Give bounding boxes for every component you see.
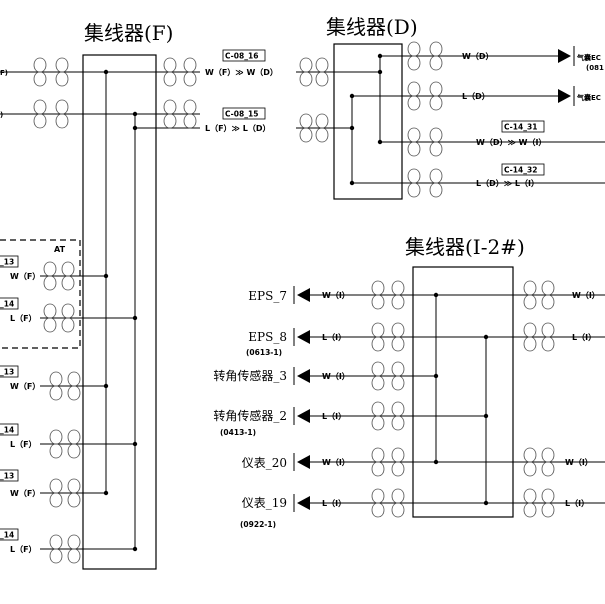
junction — [132, 125, 138, 131]
airbag-ecu-label-2: 气囊EC — [576, 93, 601, 102]
arrow-left-icon — [297, 369, 310, 383]
signal-l-d: L（D） — [462, 91, 490, 101]
left-conn-6: _14 — [0, 531, 14, 540]
at-group-box — [0, 239, 81, 349]
hub-f-box — [82, 54, 157, 570]
arrow-to-airbag-ecu-icon — [558, 89, 571, 103]
left-conn-1: _13 — [0, 258, 14, 267]
device-angle-sensor-3: 转角传感器_3 — [213, 368, 287, 383]
right-sig-5: W（I） — [565, 457, 593, 467]
left-sig-2: L（F） — [10, 313, 37, 323]
right-sig-2: L（I） — [572, 332, 596, 342]
hub-i2-title: 集线器(I-2#) — [405, 235, 525, 259]
device-code-angle: (0413-1) — [220, 428, 256, 437]
device-code-eps: (0613-1) — [246, 348, 282, 357]
i2-rows — [293, 280, 605, 518]
left-sig-3: W（F） — [10, 381, 40, 391]
left-conn-5: _13 — [0, 472, 14, 481]
hub-f-title: 集线器(F) — [84, 21, 173, 45]
device-sig-2: L（I） — [322, 332, 346, 342]
hub-d-box — [333, 43, 403, 200]
left-conn-2: _14 — [0, 300, 14, 309]
arrow-left-icon — [297, 288, 310, 302]
signal-w-d-i: W（D）≫ W（I） — [476, 137, 546, 147]
left-sig-5: W（F） — [10, 488, 40, 498]
signal-w-f-d: W（F）≫ W（D） — [205, 67, 278, 77]
arrow-left-icon — [297, 330, 310, 344]
device-code-meter: (0922-1) — [240, 520, 276, 529]
device-meter-19: 仪表_19 — [242, 496, 287, 510]
signal-l-f-d: L（F）≫ L（D） — [205, 123, 270, 133]
connector-c08-16: C-08_16 — [225, 52, 258, 61]
at-group-label: AT — [54, 245, 66, 254]
left-top-l-label: ) — [0, 111, 3, 119]
connector-c14-32: C-14_32 — [504, 166, 537, 175]
device-angle-sensor-2: 转角传感器_2 — [213, 408, 287, 423]
junction — [103, 69, 109, 75]
connector-box — [222, 49, 266, 62]
connector-box — [222, 107, 266, 120]
device-eps-7: EPS_7 — [248, 289, 287, 303]
arrow-left-icon — [297, 455, 310, 469]
device-sig-4: L（I） — [322, 411, 346, 421]
left-sig-4: L（F） — [10, 439, 37, 449]
left-top-w-label: F) — [0, 69, 8, 77]
device-eps-8: EPS_8 — [248, 330, 287, 344]
junction — [132, 111, 138, 117]
device-sig-1: W（I） — [322, 290, 350, 300]
left-sig-1: W（F） — [10, 271, 40, 281]
signal-l-d-i: L（D）≫ L（I） — [476, 178, 539, 188]
arrow-left-icon — [297, 496, 310, 510]
connector-c14-31: C-14_31 — [504, 123, 537, 132]
left-conn-4: _14 — [0, 426, 14, 435]
right-sig-6: L（I） — [565, 498, 589, 508]
device-sig-3: W（I） — [322, 371, 350, 381]
connector-c08-15: C-08_15 — [225, 110, 258, 119]
hub-i2-box — [412, 266, 514, 518]
device-sig-6: L（I） — [322, 498, 346, 508]
right-sig-1: W（I） — [572, 290, 600, 300]
airbag-ecu-code: (081 — [586, 64, 604, 72]
arrow-left-icon — [297, 409, 310, 423]
airbag-ecu-label: 气囊EC — [576, 53, 601, 62]
left-sig-6: L（F） — [10, 544, 37, 554]
left-conn-3: _13 — [0, 368, 14, 377]
device-meter-20: 仪表_20 — [242, 456, 287, 470]
device-sig-5: W（I） — [322, 457, 350, 467]
signal-w-d: W（D） — [462, 51, 493, 61]
arrow-to-airbag-ecu-icon — [558, 49, 571, 63]
hub-d-title: 集线器(D) — [326, 15, 418, 39]
